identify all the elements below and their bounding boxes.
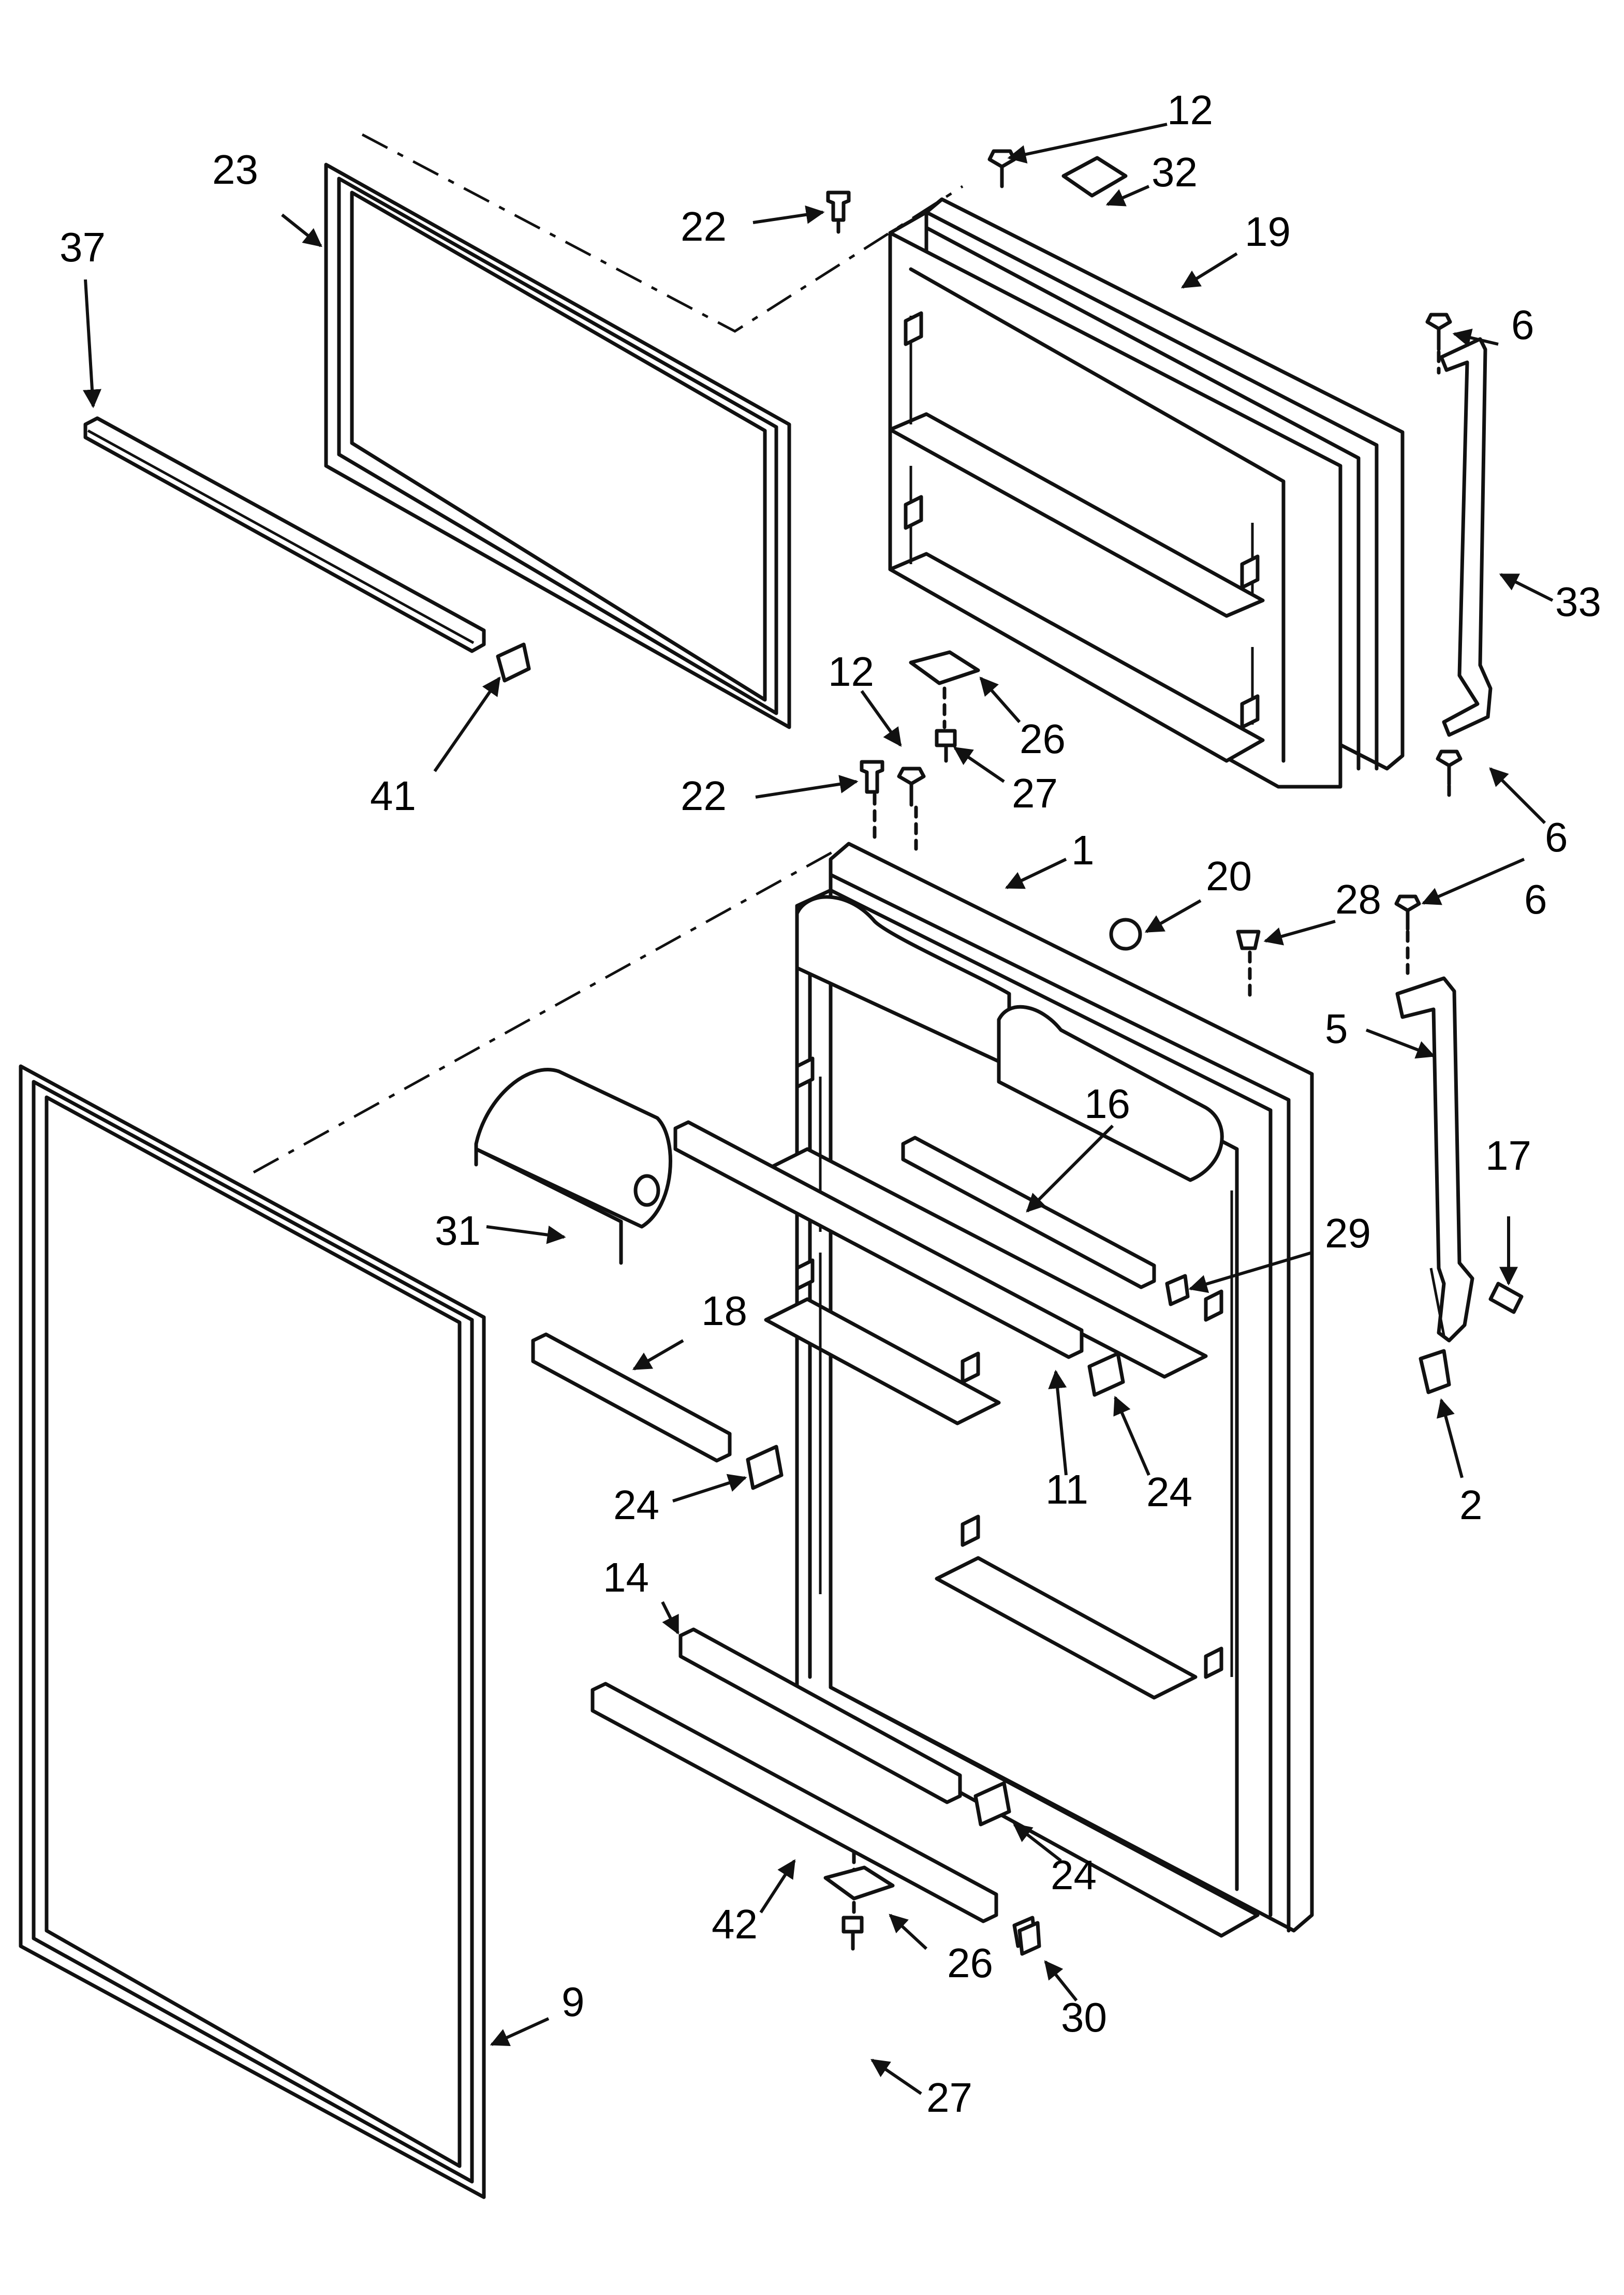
- screw-6-top: [1425, 313, 1452, 351]
- callout-6-lower: 6: [1545, 814, 1568, 860]
- callout-20: 20: [1206, 853, 1252, 899]
- callout-26-mid: 26: [1020, 716, 1066, 762]
- callout-labels: 12 32 22 19 23 37 6 33 41 12 26 27 22 6 …: [60, 87, 1601, 2121]
- screw-27-mid: [935, 729, 957, 763]
- leader-lines: [83, 123, 1554, 2095]
- callout-30: 30: [1061, 1994, 1107, 2040]
- callout-41: 41: [370, 773, 416, 819]
- callout-6-bottom: 6: [1524, 876, 1547, 922]
- callout-2: 2: [1459, 1482, 1483, 1528]
- callout-12-top: 12: [1167, 87, 1213, 133]
- cap-28: [1236, 930, 1261, 950]
- freezer-gasket-part: [324, 133, 964, 729]
- callout-24-right: 24: [1146, 1469, 1192, 1515]
- callout-24-left: 24: [613, 1482, 659, 1528]
- fastener-dashes: [836, 220, 1451, 1917]
- callout-29: 29: [1325, 1210, 1371, 1256]
- hinge-brackets: [823, 650, 980, 1901]
- part-20-grommet: [1109, 918, 1142, 951]
- callout-42: 42: [712, 1901, 758, 1947]
- callout-9: 9: [562, 1979, 585, 2025]
- callout-37: 37: [60, 224, 106, 270]
- freezer-door-part: [888, 197, 1405, 789]
- callout-27-mid: 27: [1012, 770, 1058, 816]
- screw-12-mid: [897, 767, 926, 807]
- freezer-handle-part: [1439, 337, 1493, 737]
- callout-11: 11: [1045, 1466, 1088, 1512]
- callout-31: 31: [435, 1208, 481, 1254]
- callout-22-mid: 22: [681, 773, 727, 819]
- callout-14: 14: [603, 1554, 649, 1600]
- callout-1: 1: [1071, 827, 1095, 873]
- callout-17: 17: [1485, 1132, 1531, 1179]
- screw-17: [1488, 1282, 1524, 1314]
- callout-23: 23: [212, 146, 258, 193]
- fresh-food-gasket-part: [19, 847, 839, 2199]
- callout-27-bottom: 27: [926, 2075, 972, 2121]
- callout-26-bottom: 26: [947, 1940, 993, 1986]
- callout-18: 18: [701, 1288, 747, 1334]
- callout-22-top: 22: [681, 203, 727, 249]
- callout-28: 28: [1335, 876, 1381, 922]
- callout-33: 33: [1555, 579, 1601, 625]
- callout-19: 19: [1245, 209, 1291, 255]
- freezer-door-rail-part: [83, 416, 531, 683]
- fasteners: [826, 149, 1524, 1951]
- shelf-clips: [746, 1351, 1125, 1827]
- label-part: [1061, 156, 1128, 198]
- door-rails: [531, 1120, 1190, 1948]
- part-30-clip: [1017, 1921, 1041, 1956]
- dairy-door-part: [474, 1068, 672, 1265]
- fresh-food-door-part: [764, 842, 1314, 1938]
- callout-6-top: 6: [1511, 302, 1534, 348]
- callout-5: 5: [1325, 1006, 1348, 1052]
- callout-24-bottom: 24: [1051, 1852, 1097, 1898]
- screw-6-lower: [1394, 894, 1421, 931]
- fresh-food-handle-part: [1395, 976, 1474, 1394]
- callout-16: 16: [1084, 1081, 1130, 1127]
- callout-12-mid: 12: [828, 649, 874, 695]
- callout-32: 32: [1151, 149, 1198, 195]
- pin-22-top: [826, 190, 851, 222]
- screw-27-bottom: [841, 1916, 864, 1951]
- screw-6-bottom: [1436, 749, 1463, 786]
- pin-22-mid: [860, 760, 884, 794]
